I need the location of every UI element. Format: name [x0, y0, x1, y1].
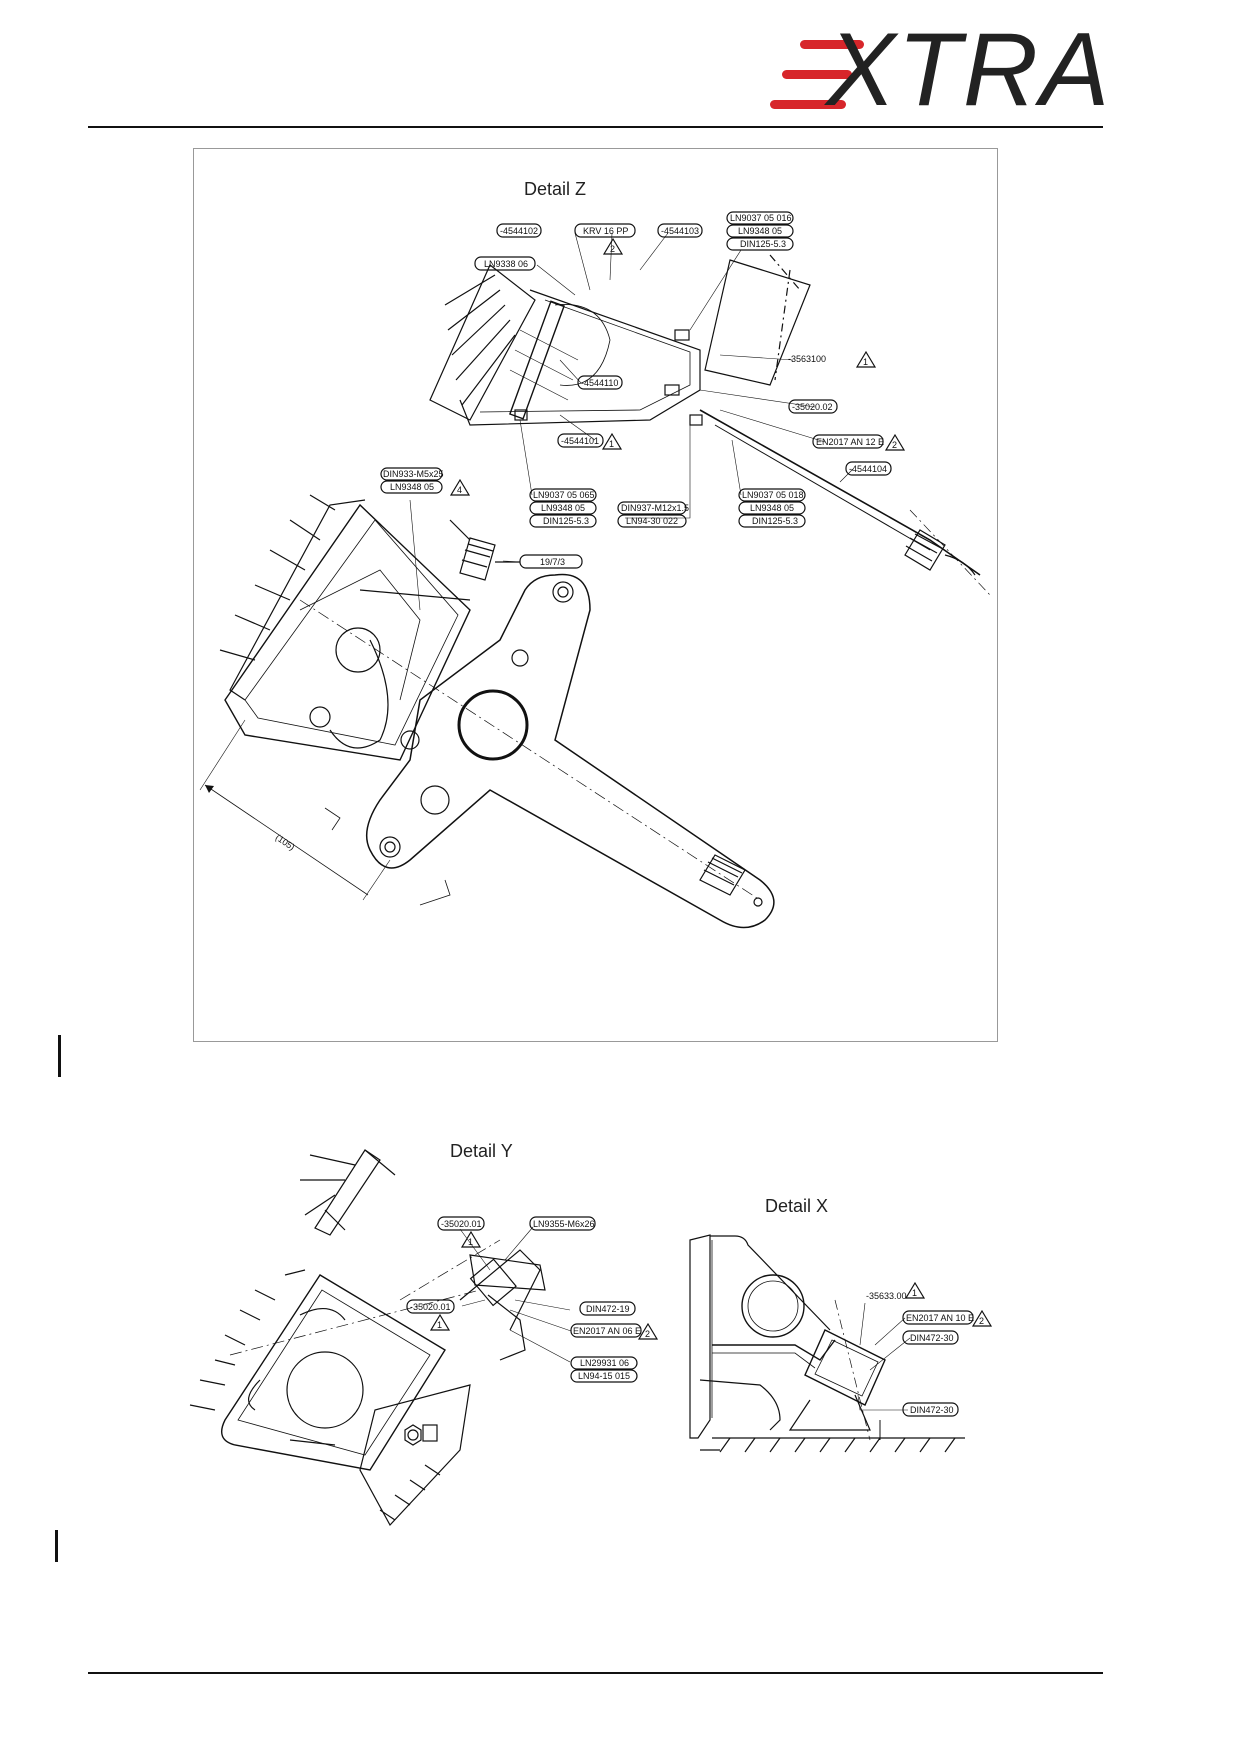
detail-y: Detail Y -35020.01 LN9355-M6x26 [189, 1141, 659, 1527]
label-en2017-12: EN2017 AN 12 E [816, 437, 884, 447]
detail-z-cable-spring [904, 529, 976, 576]
label-din472-30-b: DIN472-30 [910, 1405, 954, 1415]
label-din472-30-a: DIN472-30 [910, 1333, 954, 1343]
pedal-arm [365, 573, 775, 929]
label-ln9037-065: LN9037 05 065 [533, 490, 595, 500]
pedal-pivot-bore [457, 689, 529, 761]
detail-x-tags: 1 2 [904, 1281, 993, 1327]
detail-x-title: Detail X [765, 1196, 828, 1216]
detail-z-labels: -4544102 KRV 16 PP -4544103 LN9037 05 01… [380, 211, 892, 569]
label-ln29931: LN29931 06 [580, 1358, 629, 1368]
extra-logo: XTRA [770, 18, 1110, 122]
change-bar-2 [55, 1530, 58, 1562]
label-4544102: -4544102 [500, 226, 538, 236]
tag-z-5: 4 [457, 485, 462, 495]
label-ln9348-d: LN9348 05 [750, 503, 794, 513]
label-3502001-b: -35020.01 [410, 1302, 451, 1312]
label-3563300: -35633.00 [866, 1291, 907, 1301]
label-4544103: -4544103 [661, 226, 699, 236]
detail-y-title: Detail Y [450, 1141, 513, 1161]
detail-z-pedal-assembly: (105) [199, 494, 775, 929]
logo-word: XTRA [826, 12, 1112, 128]
header-rule [88, 126, 1103, 128]
footer-rule [88, 1672, 1103, 1674]
label-ln9037-016: LN9037 05 016 [730, 213, 792, 223]
detail-z-title: Detail Z [524, 179, 586, 199]
detail-x-tube [741, 1274, 805, 1338]
label-3502001-a: -35020.01 [441, 1219, 482, 1229]
tag-z-3: 2 [892, 440, 897, 450]
tag-x-2: 2 [979, 1316, 984, 1326]
tag-z-1: 2 [610, 244, 615, 254]
detail-x-frame-wall [689, 1234, 711, 1439]
detail-z-tube [704, 259, 811, 386]
detail-z-bolt [509, 300, 565, 420]
tag-x-1: 1 [912, 1288, 917, 1298]
detail-z-nut-4 [514, 409, 528, 421]
label-spring: 19/7/3 [540, 557, 565, 567]
label-3502002: -35020.02 [792, 402, 833, 412]
label-4544104: -4544104 [849, 464, 887, 474]
detail-y-tags: 1 1 2 [429, 1230, 659, 1340]
logo-accent-bar-3 [770, 100, 846, 109]
detail-z-nut-2 [664, 384, 680, 396]
label-en2017-06: EN2017 AN 06 E [573, 1326, 641, 1336]
label-din933: DIN933-M5x25 [383, 469, 444, 479]
detail-y-bolt [469, 1254, 546, 1291]
detail-x-bushing [804, 1329, 886, 1406]
label-krv: KRV 16 PP [583, 226, 628, 236]
logo-accent-bar-2 [782, 70, 852, 79]
label-3563100: -3563100 [788, 354, 826, 364]
detail-z-tags: 2 1 2 1 4 [449, 237, 906, 496]
label-ln9037-018: LN9037 05 018 [742, 490, 804, 500]
change-bar-1 [58, 1035, 61, 1077]
detail-z-nut-3 [689, 414, 703, 426]
tag-y-3: 2 [645, 1329, 650, 1339]
detail-z-bracket [459, 289, 701, 426]
label-ln9415: LN94-15 015 [578, 1371, 630, 1381]
detail-z-wall-upper [429, 264, 536, 421]
detail-x-labels: -35633.00 EN2017 AN 10 E DIN472-30 DIN47… [866, 1291, 974, 1417]
label-4544101: -4544101 [561, 436, 599, 446]
tag-y-1: 1 [468, 1237, 473, 1247]
tag-z-4: 1 [609, 439, 614, 449]
detail-x: Detail X -35633.00 EN2017 AN 10 E DIN472… [689, 1196, 993, 1453]
detail-y-labels: -35020.01 LN9355-M6x26 -35020.01 DIN472-… [406, 1216, 642, 1383]
logo-accent-bar-1 [800, 40, 864, 49]
detail-y-bracket [221, 1274, 446, 1471]
label-din472-19: DIN472-19 [586, 1304, 630, 1314]
tag-z-2: 1 [863, 357, 868, 367]
label-ln9338: LN9338 06 [484, 259, 528, 269]
detail-z-frame [193, 148, 998, 1042]
label-ln9348-c: LN9348 05 [541, 503, 585, 513]
label-din937: DIN937-M12x1.5 [621, 503, 689, 513]
dim-label: (105) [274, 832, 297, 852]
label-4544110: -4544110 [581, 378, 618, 388]
label-din125-a: DIN125-5.3 [740, 239, 786, 249]
tag-y-2: 1 [437, 1320, 442, 1330]
label-ln9348-a: LN9348 05 [738, 226, 782, 236]
pedal-spring-upper [459, 537, 520, 581]
label-ln9355: LN9355-M6x26 [533, 1219, 595, 1229]
detail-z: Detail Z [199, 179, 991, 929]
pedal-spring-lower [699, 854, 763, 907]
label-en2017-10: EN2017 AN 10 E [906, 1313, 974, 1323]
detail-z-nut-1 [674, 329, 690, 341]
label-ln9430: LN94-30 022 [626, 516, 678, 526]
label-din125-c: DIN125-5.3 [752, 516, 798, 526]
label-din125-b: DIN125-5.3 [543, 516, 589, 526]
label-ln9348-b: LN9348 05 [390, 482, 434, 492]
